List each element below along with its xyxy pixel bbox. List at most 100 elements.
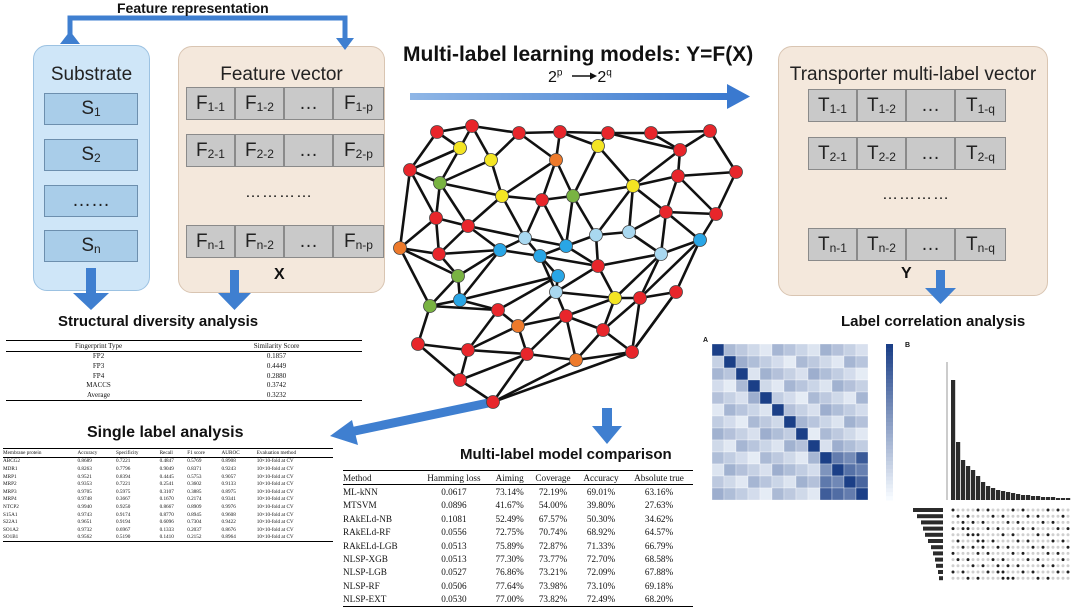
upset-dot	[1041, 576, 1045, 580]
network-edge	[438, 182, 470, 227]
table-header: Evaluation method	[256, 449, 297, 456]
table-cell: 27.63%	[644, 500, 674, 511]
upset-dot	[1041, 508, 1045, 512]
main-model-arrow	[410, 84, 750, 109]
table-cell: 72.70%	[586, 554, 616, 565]
colorbar-segment	[886, 371, 893, 376]
upset-dot	[986, 508, 990, 512]
upset-dot	[1061, 514, 1065, 518]
colorbar-segment	[886, 394, 893, 400]
heatmap-cell	[807, 475, 821, 489]
upset-dot	[996, 570, 1000, 574]
colorbar-segment	[886, 464, 893, 470]
upset-bar	[986, 486, 991, 500]
heatmap-cell	[843, 475, 857, 489]
upset-dot	[1061, 539, 1065, 543]
upset-dot	[1031, 539, 1035, 543]
upset-bar	[981, 482, 986, 500]
upset-bar	[976, 476, 981, 500]
colorbar-segment	[886, 468, 893, 474]
upset-dot	[981, 533, 985, 537]
heatmap-cell	[831, 439, 845, 453]
heatmap-cell	[843, 439, 857, 453]
table-cell: 73.77%	[538, 554, 568, 565]
upset-dot	[1016, 520, 1020, 524]
table-header: Accuracy	[583, 472, 619, 483]
upset-dot	[1036, 539, 1040, 543]
upset-dot	[1061, 533, 1065, 537]
upset-dot	[1036, 570, 1040, 574]
table-cell: 0.0513	[441, 540, 467, 551]
network-edge	[467, 224, 526, 240]
heatmap-cell	[747, 367, 761, 381]
upset-dot	[996, 508, 1000, 512]
network-edge	[429, 304, 499, 312]
upset-dot	[961, 558, 965, 562]
upset-dot	[951, 533, 955, 537]
heatmap-cell	[795, 379, 809, 393]
structural-diversity-label: Structural diversity analysis	[58, 313, 259, 330]
table-cell: 0.9174	[116, 511, 131, 518]
heatmap-cell	[831, 427, 845, 441]
heatmap-cell	[783, 415, 797, 429]
upset-dot	[981, 508, 985, 512]
upset-dot	[1061, 570, 1065, 574]
network-edge	[659, 211, 668, 255]
heatmap-cell	[783, 463, 797, 477]
network-edge	[632, 148, 681, 188]
upset-dot	[956, 539, 960, 543]
heatmap-cell	[783, 451, 797, 465]
heatmap-cell	[819, 451, 833, 465]
upset-dot	[1066, 514, 1070, 518]
colorbar-segment	[886, 480, 893, 485]
table-cell: 0.8371	[187, 465, 202, 472]
upset-dot	[1051, 558, 1055, 562]
upset-dot	[981, 539, 985, 543]
table-cell: MRP1	[3, 473, 17, 480]
upset-dot	[1046, 514, 1050, 518]
heatmap-cell	[843, 463, 857, 477]
upset-dot	[961, 527, 965, 531]
heatmap-cell	[855, 343, 869, 357]
upset-bar	[1011, 493, 1016, 500]
network-edge	[467, 348, 528, 356]
network-edge	[539, 254, 599, 268]
upset-dot	[976, 551, 980, 555]
upset-dot	[961, 576, 965, 580]
upset-dot	[1021, 514, 1025, 518]
x-label: X	[274, 266, 285, 283]
heatmap-cell	[819, 463, 833, 477]
upset-dot	[1046, 576, 1050, 580]
table-cell: 10×10-fold at CV	[256, 526, 294, 533]
upset-dot	[1051, 551, 1055, 555]
network-edge	[417, 342, 469, 352]
upset-dot	[991, 551, 995, 555]
upset-dot	[1001, 514, 1005, 518]
upset-dot	[1031, 520, 1035, 524]
network-node	[533, 249, 547, 263]
upset-dot	[986, 514, 990, 518]
heatmap-cell	[711, 439, 725, 453]
network-node	[432, 247, 446, 261]
upset-dot	[1036, 508, 1040, 512]
network-node	[559, 309, 573, 323]
table-cell: 0.3667	[116, 496, 131, 503]
upset-bar	[1016, 494, 1021, 500]
upset-dot	[1021, 551, 1025, 555]
colorbar-segment	[886, 437, 893, 442]
heatmap-cell	[843, 427, 857, 441]
colorbar-segment	[886, 488, 893, 493]
table-cell: 0.3232	[266, 390, 287, 399]
upset-dot	[951, 576, 955, 580]
heatmap-cell	[855, 451, 869, 465]
upset-dot	[1051, 545, 1055, 549]
upset-dot	[951, 558, 955, 562]
network-edge	[459, 274, 559, 302]
table-cell: 77.30%	[495, 554, 524, 565]
upset-dot	[1036, 514, 1040, 518]
upset-dot	[1041, 545, 1045, 549]
